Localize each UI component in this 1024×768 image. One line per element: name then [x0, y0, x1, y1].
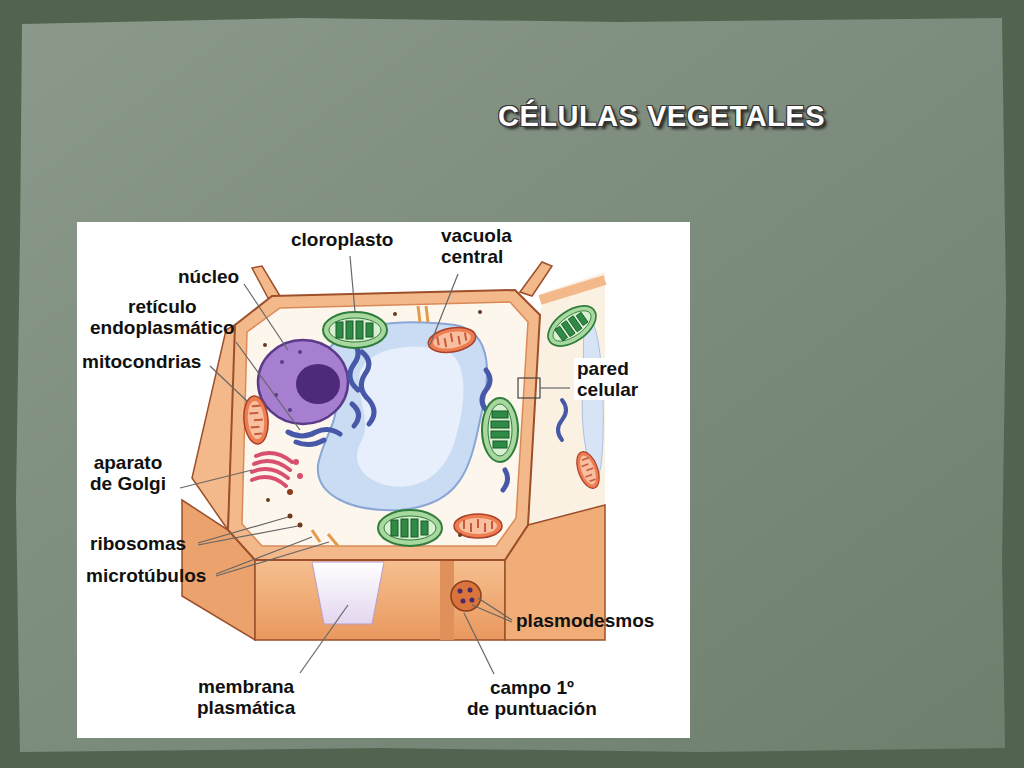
mitochondrion: [426, 324, 477, 356]
ribosome: [478, 310, 482, 314]
vesicle: [293, 459, 299, 465]
chromatin: [298, 350, 302, 354]
label-line: retículo: [90, 296, 235, 317]
vesicle: [287, 489, 293, 495]
vesicle: [297, 473, 303, 479]
wall-stub: [252, 266, 280, 298]
endoplasmic-reticulum: [288, 340, 508, 490]
label-line: microtúbulos: [86, 565, 206, 586]
leader-line: [244, 284, 288, 350]
er-cisterna: [288, 429, 340, 436]
neighbour-chloroplast: [541, 298, 603, 354]
leader-line: [300, 605, 348, 673]
er-cisterna: [503, 470, 508, 490]
leader-line: [236, 342, 300, 430]
neighbour-wall: [540, 280, 605, 300]
leader-line: [210, 366, 248, 402]
label-line: vacuola: [441, 225, 512, 246]
chromatin: [288, 408, 292, 412]
label-line: ribosomas: [90, 533, 186, 554]
chloroplast: [482, 398, 518, 462]
ribosome: [298, 523, 303, 528]
part-label: ribosomas: [90, 533, 186, 554]
leader-line: [478, 598, 512, 620]
wall-front-face: [255, 560, 505, 640]
part-label: mitocondrias: [82, 351, 201, 372]
detail-box: [518, 378, 540, 398]
label-line: mitocondrias: [82, 351, 201, 372]
label-line: plasmodesmos: [516, 610, 654, 631]
label-line: celular: [577, 379, 638, 400]
part-label: aparato de Golgi: [90, 452, 166, 494]
label-line: de Golgi: [90, 473, 166, 494]
plasmodesma: [468, 588, 473, 593]
leader-lines: [180, 256, 570, 674]
ribosome: [266, 498, 270, 502]
leader-line: [216, 542, 329, 576]
chromatin: [280, 360, 284, 364]
ribosome: [393, 312, 397, 316]
er-cisterna: [352, 404, 359, 426]
label-line: aparato: [90, 452, 166, 473]
golgi-cisterna: [252, 477, 286, 486]
part-label: plasmodesmos: [516, 610, 654, 631]
label-line: núcleo: [178, 266, 239, 287]
microtubule: [312, 530, 320, 542]
plasmodesma: [461, 599, 466, 604]
part-label: campo 1º de puntuación: [467, 677, 597, 719]
neighbour-mitochondrion: [572, 449, 603, 492]
microtubule: [418, 306, 420, 322]
chloroplast: [378, 510, 442, 546]
ribosome: [288, 514, 293, 519]
nucleus: [258, 340, 348, 424]
microtubule: [426, 306, 428, 322]
label-line: endoplasmático: [90, 317, 235, 338]
label-line: campo 1º: [467, 677, 597, 698]
label-line: central: [441, 246, 512, 267]
label-line: membrana: [197, 676, 295, 697]
golgi-apparatus: [252, 453, 292, 486]
part-label: microtúbulos: [86, 565, 206, 586]
image-frame: [77, 222, 690, 738]
nucleolus: [296, 364, 340, 404]
leader-line: [472, 605, 512, 622]
wall-stub: [520, 262, 552, 296]
cytoplasm: [242, 302, 528, 546]
label-line: de puntuación: [467, 698, 597, 719]
leader-line: [216, 537, 312, 574]
part-label: pared celular: [574, 358, 641, 400]
central-vacuole: [318, 322, 487, 510]
mitochondrion: [242, 395, 270, 445]
er-cisterna: [296, 440, 324, 445]
plasmodesma: [458, 589, 463, 594]
part-label: membrana plasmática: [197, 676, 295, 718]
label-line: pared: [577, 358, 638, 379]
mitochondrion: [454, 514, 502, 538]
leader-line: [464, 613, 494, 674]
ribosome: [263, 343, 267, 347]
leader-line: [350, 256, 355, 312]
microtubule: [328, 534, 338, 546]
part-label: retículo endoplasmático: [90, 296, 235, 338]
part-label: núcleo: [178, 266, 239, 287]
leader-line: [540, 387, 570, 388]
neighbour-er: [558, 400, 566, 440]
leader-line: [198, 526, 298, 545]
label-line: cloroplasto: [291, 229, 393, 250]
part-label: cloroplasto: [291, 229, 393, 250]
plasmodesma: [470, 598, 475, 603]
er-cisterna: [361, 352, 374, 424]
ribosome: [458, 533, 462, 537]
slide-title: CÉLULAS VEGETALES: [498, 100, 825, 133]
vacuole-highlight: [357, 347, 463, 487]
paper-panel: [16, 18, 1006, 752]
label-line: plasmática: [197, 697, 295, 718]
membrane-cut: [312, 562, 384, 624]
leader-line: [430, 274, 458, 345]
chloroplast: [323, 312, 387, 348]
leader-line: [180, 470, 252, 488]
part-label: vacuola central: [441, 225, 512, 267]
